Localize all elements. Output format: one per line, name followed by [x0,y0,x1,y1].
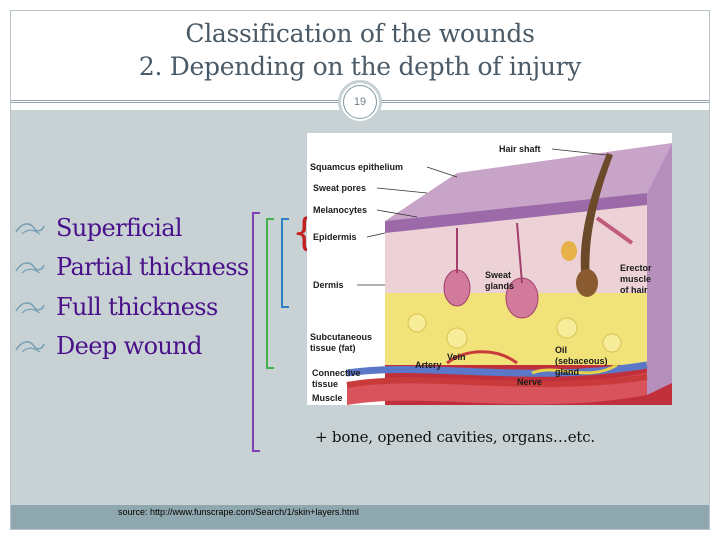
bullet-list: Superficial Partial thickness Full thick… [14,208,249,366]
label-muscle: Muscle [312,393,343,403]
label-hair-shaft: Hair shaft [499,144,541,154]
page-number-badge: 19 [338,80,382,124]
label-erector-line3: of hair [620,285,648,295]
partial-thickness-bracket [281,218,289,308]
skin-layers-diagram: Hair shaft Squamcus epithelium Sweat por… [307,133,672,405]
footer-bar [11,505,709,529]
label-erector-line1: Erector [620,263,652,273]
bullet-item: Full thickness [14,287,249,327]
label-artery: Artery [415,360,442,370]
bullet-flourish-icon [15,341,45,353]
image-source-caption: source: http://www.funscrape.com/Search/… [118,507,359,517]
label-sweat-pores: Sweat pores [313,183,366,193]
label-squamous-epithelium: Squamcus epithelium [310,162,403,172]
bullet-item: Deep wound [14,327,249,367]
leader-line [426,166,458,178]
bullet-flourish-icon [15,301,45,314]
leader-line [376,209,418,218]
full-thickness-bracket [266,218,274,369]
label-connective-line1: Connective [312,368,361,378]
title-line-1: Classification of the wounds [185,19,535,48]
leader-line [551,148,608,156]
bullet-item: Partial thickness [14,248,249,288]
leader-line [366,232,386,238]
bullet-label: Full thickness [56,292,218,321]
label-oil-line2: (sebaceous) [555,356,608,366]
bullet-flourish-icon [15,262,45,274]
label-epidermis: Epidermis [313,232,357,242]
label-sweat-glands-line2: glands [485,281,514,291]
label-subcutaneous-line1: Subcutaneous [310,332,372,342]
bullet-label: Partial thickness [56,253,249,282]
label-oil-line3: gland [555,367,579,377]
bullet-item: Superficial [14,208,249,248]
label-melanocytes: Melanocytes [313,205,367,215]
additional-depth-note: + bone, opened cavities, organs…etc. [315,428,595,446]
label-oil-line1: Oil [555,345,567,355]
deep-wound-bracket [252,212,260,452]
title-line-2: 2. Depending on the depth of injury [138,52,582,81]
label-erector-line2: muscle [620,274,651,284]
label-sweat-glands-line1: Sweat [485,270,511,280]
page-number: 19 [343,85,377,119]
label-nerve: Nerve [517,377,542,387]
label-dermis: Dermis [313,280,344,290]
label-connective-line2: tissue [312,379,338,389]
label-subcutaneous-line2: tissue (fat) [310,343,356,353]
label-vein: Vein [447,352,466,362]
leader-line [376,187,428,194]
bullet-label: Superficial [56,213,183,242]
bullet-label: Deep wound [56,332,203,361]
bullet-flourish-icon [15,222,45,235]
